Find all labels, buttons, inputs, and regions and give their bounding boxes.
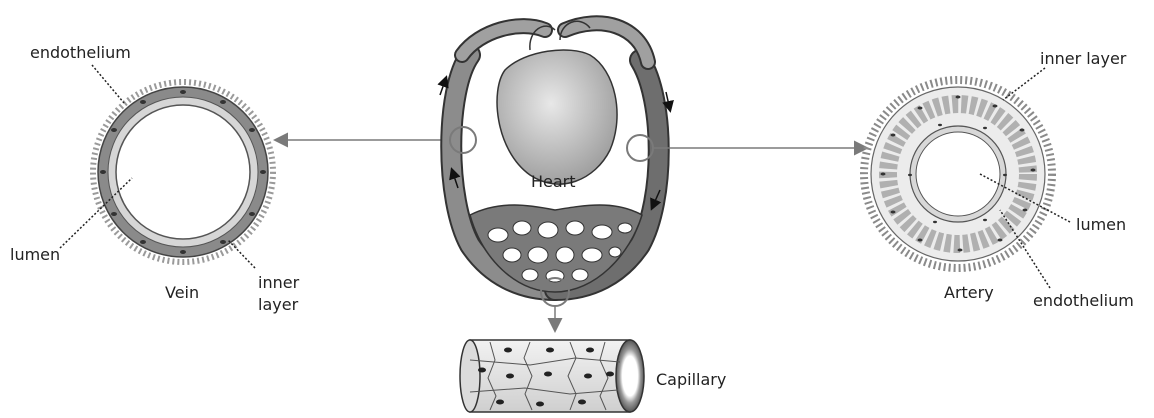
artery-lumen-label: lumen: [1076, 215, 1126, 234]
heart-label: Heart: [531, 172, 576, 191]
vein-inner-layer-pointer: [228, 240, 255, 268]
artery-inner-layer-pointer: [1003, 68, 1045, 100]
vein-title: Vein: [165, 283, 199, 302]
vein-inner-layer-label-line1: inner: [258, 273, 300, 292]
vein-lumen-label: lumen: [10, 245, 60, 264]
vein-endothelium-pointer: [92, 65, 124, 103]
vein-cross-section: [93, 82, 273, 262]
heart-organ: [497, 50, 617, 184]
vein-endothelium-label: endothelium: [30, 43, 131, 62]
heart-circulation-loop: [440, 21, 670, 306]
artery-endothelium-label: endothelium: [1033, 291, 1134, 310]
capillary-label: Capillary: [656, 370, 726, 389]
capillary-tube: [460, 340, 644, 412]
artery-inner-layer-label: inner layer: [1040, 49, 1127, 68]
artery-title: Artery: [944, 283, 994, 302]
artery-cross-section: [864, 80, 1052, 268]
vein-inner-layer-label-line2: layer: [258, 295, 299, 314]
